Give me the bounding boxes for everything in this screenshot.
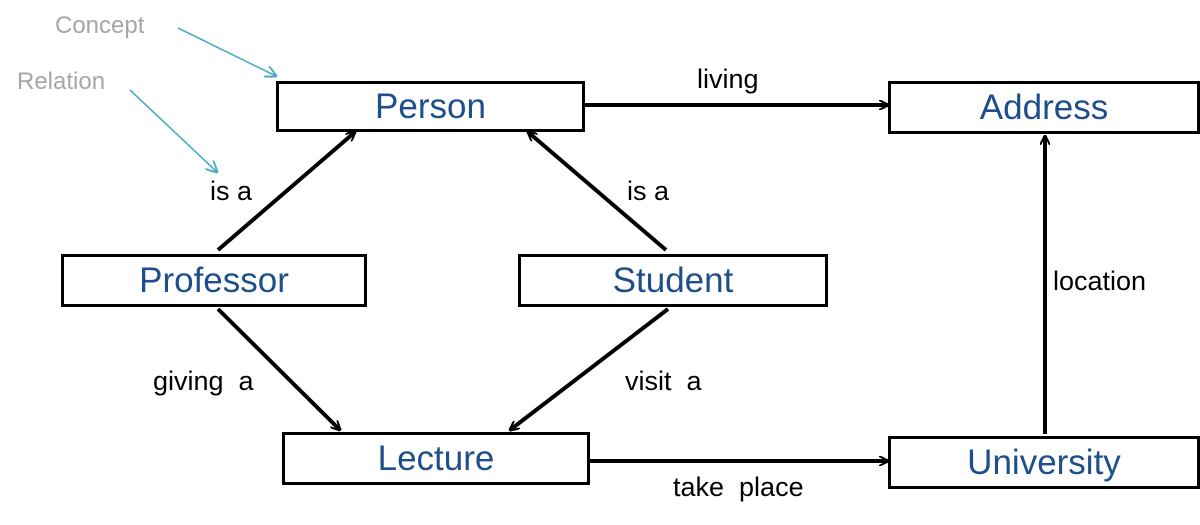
concept-lecture: Lecture	[282, 432, 590, 485]
relation-living-label: living	[697, 64, 759, 94]
concept-person: Person	[276, 81, 585, 132]
relation-take-place-label: take place	[673, 472, 804, 502]
legend-relation-label: Relation	[17, 68, 106, 95]
edge-professor-is-a	[216, 132, 355, 252]
relation-giving-a-label: giving a	[153, 366, 254, 396]
relation-professor-is-a-label: is a	[210, 176, 253, 206]
legend-concept-pointer	[177, 27, 276, 76]
concept-student: Student	[518, 254, 828, 307]
relation-visit-a-label: visit a	[625, 366, 702, 396]
relation-location-label: location	[1053, 266, 1147, 296]
edge-giving-a	[216, 307, 340, 430]
relation-student-is-a-label: is a	[627, 176, 670, 206]
edge-student-is-a	[528, 132, 668, 252]
legend-concept-label: Concept	[55, 12, 145, 39]
edge-visit-a	[510, 307, 670, 430]
legend-relation-pointer	[129, 89, 217, 172]
concept-professor: Professor	[61, 254, 367, 307]
concept-address: Address	[888, 81, 1200, 134]
concept-university: University	[888, 436, 1200, 489]
